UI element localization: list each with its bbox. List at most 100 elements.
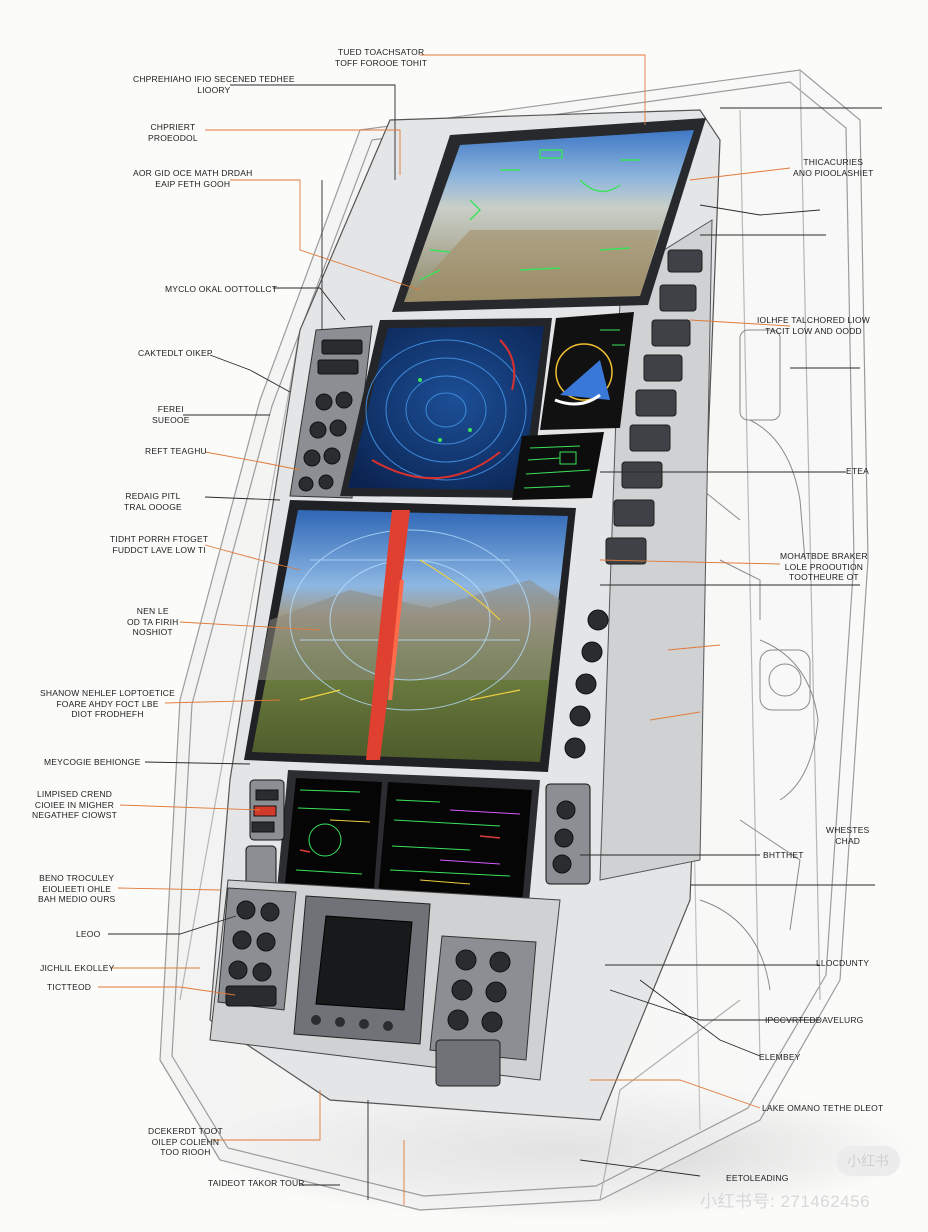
watermark-id: 小红书号: 271462456 <box>700 1192 871 1211</box>
callout-text: DIOT FRODHEFH <box>71 709 144 719</box>
callout-text: CIOIEE IN MIGHER <box>34 799 115 810</box>
callout-right-10: LAKE OMANO TETHE DLEOT <box>762 1103 883 1114</box>
callout-text: BENO TROCULEY <box>39 873 115 883</box>
callout-text: CHPRIERT <box>150 122 196 132</box>
callout-left-15: LEOO <box>76 929 100 940</box>
callout-left-4: MYCLO OKAL OOTTOLLCT <box>165 284 277 295</box>
callout-right-11: EETOLEADING <box>726 1173 789 1184</box>
callout-text: ANO PIOOLASHIET <box>793 167 874 178</box>
callout-text: LEOO <box>76 929 101 939</box>
callout-text: JICHLIL EKOLLEY <box>40 963 115 973</box>
left-switch-cluster <box>245 779 285 887</box>
callout-text: MYCLO OKAL OOTTOLLCT <box>165 284 278 294</box>
callout-text: FEREI <box>157 404 184 414</box>
callout-text: OD TA FIRIH <box>127 616 179 627</box>
callout-text: TRAL OOOGE <box>124 501 182 512</box>
callout-text: LAKE OMANO TETHE DLEOT <box>762 1103 884 1113</box>
callout-text: REFT TEAGHU <box>145 446 207 456</box>
callout-text: MOHATBDE BRAKER <box>780 551 868 561</box>
callout-text: DCEKERDT TOOT <box>148 1126 223 1136</box>
callout-right-3: ETEA <box>846 466 869 477</box>
callout-text: WHESTES <box>826 825 870 835</box>
callout-text: THICACURIES <box>803 157 864 167</box>
attitude-mini-display <box>540 312 634 430</box>
watermark-logo: 小红书 <box>836 1146 900 1176</box>
callout-text: IOLHFE TALCHORED LIOW <box>757 315 870 325</box>
callout-text: SHANOW NEHLEF LOPTOETICE <box>40 688 175 698</box>
callout-text: NOSHIOT <box>132 627 173 637</box>
callout-text: LIOORY <box>197 84 231 95</box>
callout-bottom-2: TAIDEOT TAKOR TOUR <box>208 1178 305 1189</box>
radar-display <box>340 318 552 498</box>
right-mid-switches <box>545 783 591 885</box>
callout-left-5: CAKTEDLT OIKEP <box>138 348 213 359</box>
callout-text: NEN LE <box>136 606 169 616</box>
callout-text: REDAIG PITL <box>125 491 181 501</box>
callout-text: EIOLIEETI OHLE <box>42 883 112 894</box>
callout-text: CHAD <box>835 835 861 846</box>
callout-text: NEGATHEF CIOWST <box>32 810 118 820</box>
callout-text: CHPREHIAHO IFIO SECENED TEDHEE <box>133 74 295 84</box>
callout-text: TICTTEOD <box>47 982 92 992</box>
primary-flight-display <box>244 500 576 772</box>
callout-text: OILEP COLIEHN <box>151 1136 220 1147</box>
callout-text: MEYCOGIE BEHIONGE <box>44 757 141 767</box>
callout-text: EETOLEADING <box>726 1173 789 1183</box>
callout-right-6: BHTTHET <box>763 850 804 861</box>
callout-text: PROEODOL <box>148 132 198 143</box>
callout-text: TOFF FOROOE TOHIT <box>335 57 428 68</box>
leader-lines-left <box>98 84 421 996</box>
callout-text: BHTTHET <box>763 850 804 860</box>
data-mini-display <box>512 432 604 500</box>
callout-left-12: MEYCOGIE BEHIONGE <box>44 757 140 768</box>
callout-text: TACIT LOW AND OODD <box>765 325 862 336</box>
callout-text: IPCCVRTEDDAVELURG <box>765 1015 864 1025</box>
callout-right-7: LLOCDUNTY <box>816 958 869 969</box>
callout-left-17: TICTTEOD <box>47 982 91 993</box>
leader-lines-right <box>579 107 882 1177</box>
bottom-console <box>209 879 561 1087</box>
callout-text: FUDDCT LAVE LOW TI <box>112 544 206 555</box>
callout-text: ETEA <box>846 466 870 476</box>
callout-text: TOOTHEURE OT <box>789 572 859 582</box>
callout-left-7: REFT TEAGHU <box>145 446 207 457</box>
callout-text: CAKTEDLT OIKEP <box>138 348 213 358</box>
callout-right-8: IPCCVRTEDDAVELURG <box>765 1015 864 1026</box>
callout-text: TUED TOACHSATOR <box>337 47 425 57</box>
callout-left-16: JICHLIL EKOLLEY <box>40 963 115 974</box>
right-structure-sketch <box>689 329 819 991</box>
callout-text: BAH MEDIO OURS <box>38 894 116 904</box>
callout-text: LOLE PROOUTION <box>784 561 864 572</box>
leader-lines-top-bottom <box>212 54 646 1205</box>
callout-text: LLOCDUNTY <box>816 958 870 968</box>
callout-text: TAIDEOT TAKOR TOUR <box>208 1178 305 1188</box>
callout-text: TOO RIOOH <box>160 1147 211 1157</box>
top-display <box>392 118 706 312</box>
callout-right-9: ELEMBEY <box>759 1052 801 1063</box>
callout-text: AOR GID OCE MATH DRDAH <box>133 168 253 178</box>
callout-text: ELEMBEY <box>759 1052 801 1062</box>
callout-text: TIDHT PORRH FTOGET <box>110 534 209 544</box>
callout-text: LIMPISED CREND <box>36 789 113 799</box>
callout-text: FOARE AHDY FOCT LBE <box>56 698 159 709</box>
callout-text: SUEOOE <box>152 414 190 425</box>
callout-text: EAIP FETH GOOH <box>155 178 231 189</box>
